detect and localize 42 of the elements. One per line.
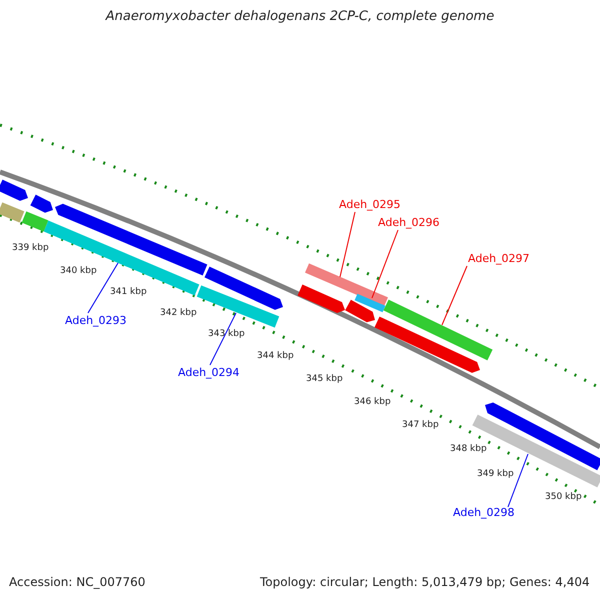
gene-feature [305,263,388,307]
leader-line [340,212,356,278]
gene-feature [0,180,28,201]
gene-feature [383,300,493,360]
gene-feature [374,316,480,373]
gene-label: Adeh_0298 [453,507,515,518]
gene-feature [345,300,375,322]
scale-label: 344 kbp [257,352,294,361]
scale-label: 347 kbp [402,421,439,430]
info-text: Accession: NC_007760 [9,576,146,588]
leader-line [508,454,528,508]
scale-label: 342 kbp [160,309,197,318]
gene-feature [196,285,280,328]
scale-label: 348 kbp [450,445,487,454]
leader-line [88,262,118,314]
gene-label: Adeh_0294 [178,367,240,378]
leader-line [210,312,236,366]
scale-label: 343 kbp [208,330,245,339]
scale-label: 346 kbp [354,398,391,407]
title: Anaeromyxobacter dehalogenans 2CP-C, complete genome [104,10,496,23]
gene-label: Adeh_0295 [339,199,401,210]
gene-feature [298,284,345,313]
scale-label: 340 kbp [60,267,97,276]
scale-label: 341 kbp [110,288,147,297]
scale-label: 350 kbp [545,493,582,502]
gene-label: Adeh_0293 [65,315,127,326]
gene-feature [0,202,24,223]
scale-label: 349 kbp [477,470,514,479]
gene-feature [30,194,53,213]
leader-line [442,266,468,326]
scale-label: 339 kbp [12,244,49,253]
gene-label: Adeh_0296 [378,217,440,228]
info-text: Topology: circular; Length: 5,013,479 bp; Genes: 4,404 [260,576,590,588]
gene-feature [485,402,600,470]
gene-feature [22,211,48,232]
gene-feature [204,266,283,310]
gene-feature [55,204,208,276]
gene-feature [354,294,386,312]
leader-line [372,230,398,298]
gene-label: Adeh_0297 [468,253,530,264]
gene-feature [472,414,600,488]
scale-label: 345 kbp [306,375,343,384]
